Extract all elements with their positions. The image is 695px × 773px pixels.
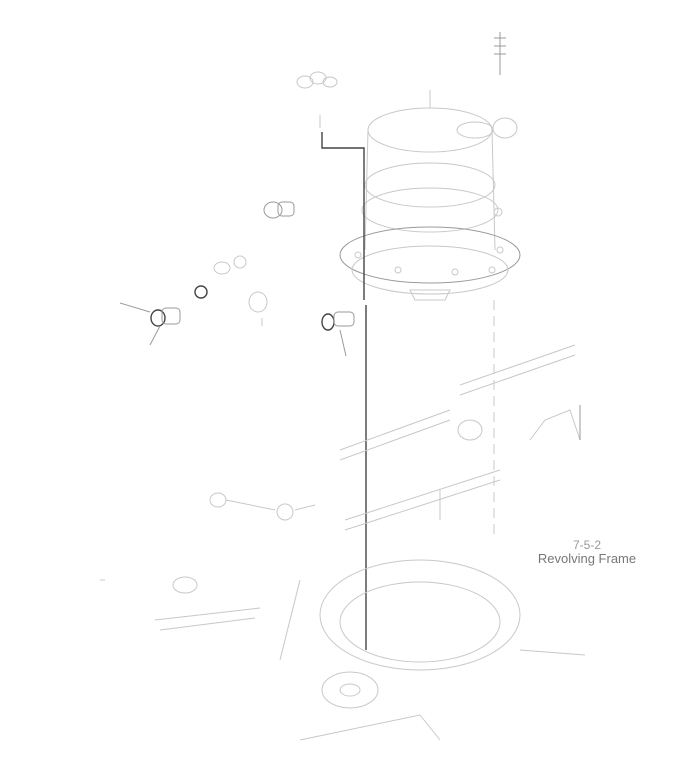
top-washers [296, 71, 338, 128]
ring-gear [299, 559, 521, 741]
pipe-assembly [209, 492, 316, 521]
elbow-fitting-right [321, 311, 355, 357]
reference-label: 7-5-2 Revolving Frame [522, 538, 652, 566]
center-axis-line [321, 132, 367, 650]
seal-ring [194, 285, 208, 299]
lower-left-parts [100, 576, 586, 661]
fitting-middle [248, 291, 268, 326]
top-bolt [494, 32, 506, 75]
elbow-fitting-upper [263, 201, 295, 219]
reference-title: Revolving Frame [537, 551, 637, 566]
nipple-fitting [213, 255, 247, 275]
swivel-joint-body [339, 90, 521, 301]
elbow-fitting-left [119, 302, 181, 346]
reference-number: 7-5-2 [572, 538, 601, 552]
frame-beams [339, 344, 581, 531]
